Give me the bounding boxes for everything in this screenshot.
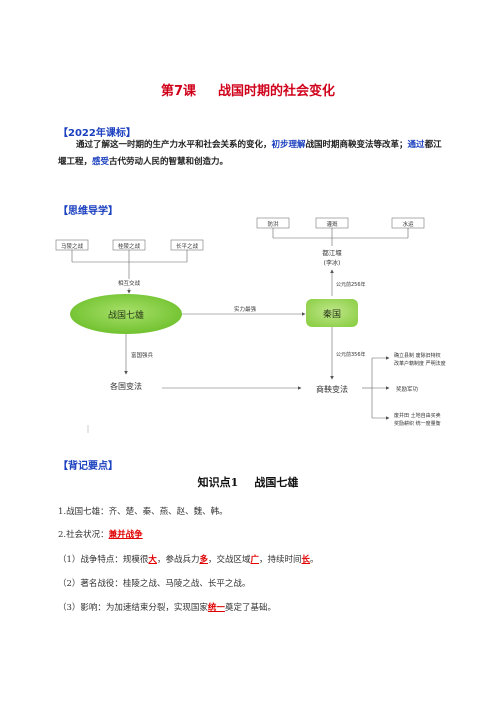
points-heading: 【背记要点】 <box>58 461 118 472</box>
result-1b: 改革户籍制度 严明法度 <box>394 360 446 367</box>
point-line-4: （2）著名战役：桂陵之战、马陵之战、长平之战。 <box>58 579 251 589</box>
battles-label: 相互交战 <box>118 279 141 287</box>
battle-2: 桂陵之战 <box>118 242 141 250</box>
battle-3: 长平之战 <box>176 242 199 250</box>
standard-heading: 【2022年课标】 <box>58 128 136 139</box>
point-line-5: （3）影响：为加速结束分裂，实现国家统一奠定了基础。 <box>58 603 276 613</box>
benefit-2: 灌溉 <box>326 220 338 228</box>
standard-paragraph: 通过了解这一时期的生产力水平和社会关系的变化，初步理解战国时期商鞅变法等改革；通… <box>58 140 442 167</box>
result-3a: 废井田 土地自由买卖 <box>394 412 441 419</box>
shang-reform-label: 商鞅变法 <box>316 384 348 394</box>
strongest-label: 实力最强 <box>234 305 257 313</box>
lesson-name: 战国时期的社会变化 <box>218 84 336 99</box>
battle-boxes: 马陵之战 桂陵之战 长平之战 相互交战 <box>55 239 204 294</box>
point-line-1: 1.战国七雄：齐、楚、秦、燕、赵、魏、韩。 <box>58 507 228 517</box>
mindmap-heading: 【思维导学】 <box>58 206 118 217</box>
point-line-3: （1）战争特点：规模很大，参战兵力多，交战区域广，持续时间长。 <box>58 555 319 565</box>
dujiangyan-label: 都江堰 <box>322 248 342 257</box>
seven-states-node <box>70 294 182 334</box>
knowledge-point-number: 知识点1 <box>197 476 239 489</box>
rich-strong-label: 富国强兵 <box>131 351 154 359</box>
qin-label: 秦国 <box>323 308 341 320</box>
knowledge-point-title: 知识点1 战国七雄 <box>0 474 496 490</box>
qin-node <box>306 299 358 327</box>
lesson-number: 第7课 <box>160 84 197 99</box>
lesson-title: 第7课 战国时期的社会变化 <box>0 80 496 99</box>
seven-states-label: 战国七雄 <box>108 309 144 321</box>
battle-1: 马陵之战 <box>61 242 84 250</box>
libing-label: (李冰) <box>324 259 341 267</box>
knowledge-point-name: 战国七雄 <box>254 476 299 489</box>
result-2: 奖励军功 <box>396 385 419 393</box>
benefit-1: 防洪 <box>267 220 279 228</box>
result-3b: 奖励耕织 统一度量衡 <box>394 420 441 427</box>
point-line-2: 2.社会状况：兼并战争 <box>58 530 143 540</box>
benefit-3: 水运 <box>402 220 414 228</box>
year-256-label: 公元前256年 <box>336 281 366 288</box>
reforms-label: 各国变法 <box>110 381 142 391</box>
result-1a: 确立县制 废除旧特权 <box>394 352 441 359</box>
year-356-label: 公元前356年 <box>336 351 366 358</box>
